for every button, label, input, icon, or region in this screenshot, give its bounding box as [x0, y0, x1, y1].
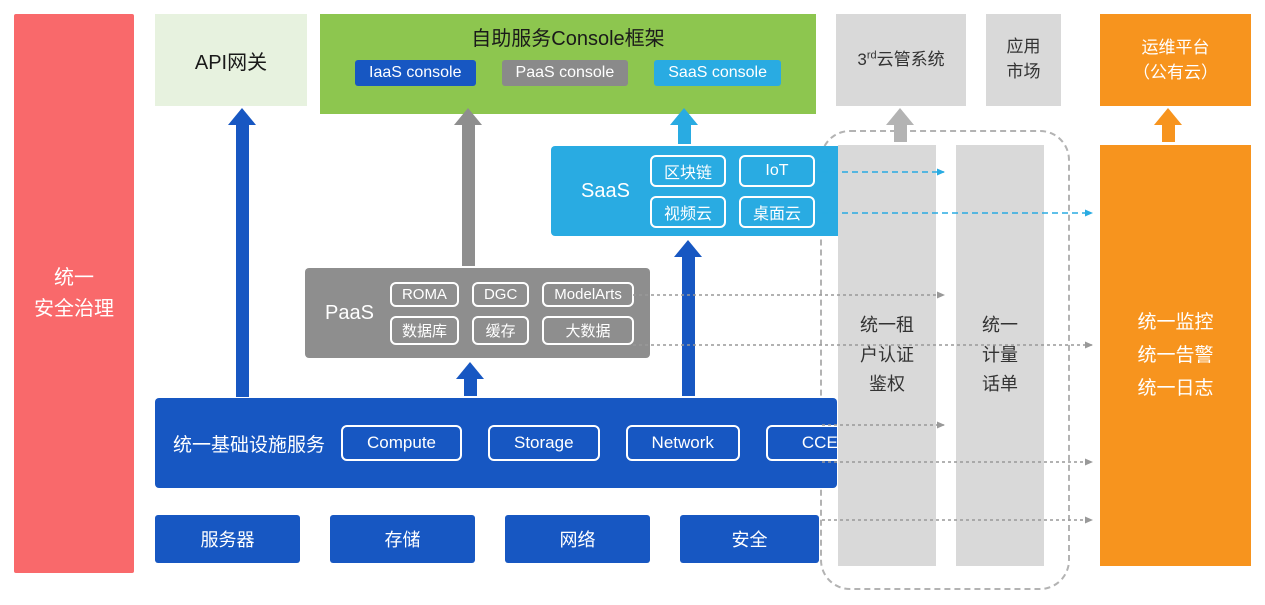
paas-services-grid: ROMA DGC ModelArts 数据库 缓存 大数据: [389, 281, 634, 345]
arrow-monitoring-to-om-platform: [1154, 108, 1182, 142]
hardware-security-label: 安全: [731, 530, 768, 550]
saas-service-desktop-cloud: 桌面云: [738, 195, 815, 228]
api-gateway-box: API网关: [155, 14, 307, 106]
om-platform-box: 运维平台 （公有云）: [1100, 14, 1251, 106]
hardware-storage-label: 存储: [384, 530, 421, 550]
hardware-network-label: 网络: [559, 530, 596, 550]
app-market-label: 应用 市场: [1006, 37, 1041, 81]
unified-auth-label: 统一租 户认证 鉴权: [860, 314, 914, 395]
third-party-sup: rd: [866, 49, 877, 62]
arrow-infra-to-api-gateway: [228, 108, 256, 397]
third-party-num: 3: [857, 49, 867, 69]
unified-security-governance-bar: 统一 安全治理: [14, 14, 134, 573]
unified-metering-label: 统一 计量 话单: [982, 314, 1018, 395]
third-party-cloud-label: 3rd云管系统: [857, 48, 944, 73]
infra-service-compute: Compute: [341, 425, 462, 461]
paas-box: PaaS ROMA DGC ModelArts 数据库 缓存 大数据: [305, 268, 650, 358]
infra-service-storage: Storage: [488, 425, 600, 461]
console-framework-title: 自助服务Console框架: [471, 28, 665, 50]
arrow-saas-to-console: [670, 108, 698, 144]
unified-monitoring-bar: 统一监控 统一告警 统一日志: [1100, 145, 1251, 566]
iaas-console-chip: IaaS console: [355, 60, 476, 86]
infrastructure-box: 统一基础设施服务 Compute Storage Network CCE: [155, 398, 874, 488]
console-framework-box: 自助服务Console框架 IaaS console PaaS console …: [320, 14, 816, 114]
arrow-group-to-third-party-cloud: [886, 108, 914, 142]
paas-service-modelarts: ModelArts: [542, 281, 634, 307]
saas-service-blockchain: 区块链: [649, 154, 726, 187]
saas-console-chip: SaaS console: [654, 60, 781, 86]
api-gateway-label: API网关: [194, 51, 268, 74]
saas-services-grid: 区块链 IoT 视频云 桌面云: [649, 154, 815, 228]
hardware-box-network: 网络: [505, 515, 650, 563]
saas-service-iot: IoT: [738, 154, 815, 187]
saas-box: SaaS 区块链 IoT 视频云 桌面云: [551, 146, 849, 236]
infra-service-network: Network: [625, 425, 740, 461]
unified-metering-bar: 统一 计量 话单: [956, 145, 1044, 566]
app-market-box: 应用 市场: [986, 14, 1061, 106]
infrastructure-label: 统一基础设施服务: [173, 434, 326, 456]
unified-auth-bar: 统一租 户认证 鉴权: [838, 145, 936, 566]
paas-label: PaaS: [325, 301, 374, 324]
saas-service-video-cloud: 视频云: [649, 195, 726, 228]
saas-label: SaaS: [581, 179, 630, 202]
paas-console-chip: PaaS console: [501, 60, 629, 86]
hardware-box-server: 服务器: [155, 515, 300, 563]
arrow-infra-to-paas: [456, 362, 484, 396]
hardware-box-security: 安全: [680, 515, 819, 563]
console-chips-row: IaaS console PaaS console SaaS console: [355, 60, 781, 86]
paas-service-bigdata: 大数据: [542, 315, 634, 345]
tenant-services-group-outline: [820, 130, 1070, 590]
infrastructure-services-row: Compute Storage Network CCE: [341, 425, 874, 461]
third-party-cloud-box: 3rd云管系统: [836, 14, 966, 106]
third-party-rest: 云管系统: [876, 49, 945, 69]
hardware-box-storage: 存储: [330, 515, 475, 563]
arrow-paas-to-console: [454, 108, 482, 266]
unified-monitoring-label: 统一监控 统一告警 统一日志: [1137, 311, 1214, 400]
paas-service-database: 数据库: [389, 315, 459, 345]
paas-service-roma: ROMA: [389, 281, 459, 307]
paas-service-dgc: DGC: [471, 281, 530, 307]
arrow-infra-to-saas: [674, 240, 702, 396]
om-platform-label: 运维平台 （公有云）: [1133, 37, 1218, 83]
security-governance-label: 统一 安全治理: [34, 266, 114, 320]
paas-service-cache: 缓存: [471, 315, 530, 345]
hardware-server-label: 服务器: [200, 530, 255, 550]
